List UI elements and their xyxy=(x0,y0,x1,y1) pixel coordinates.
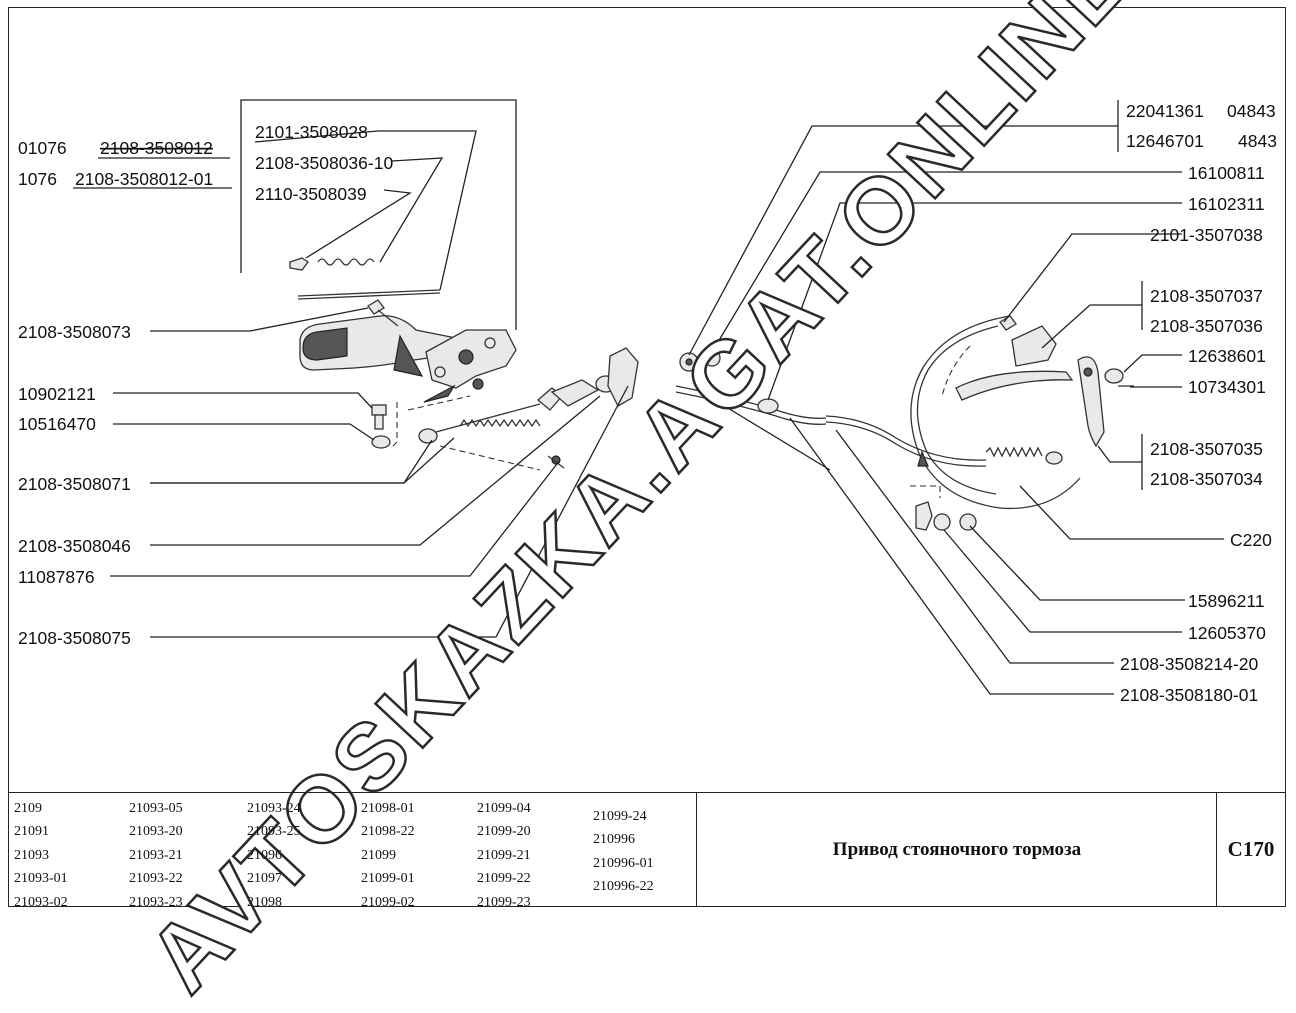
diagram-code: C170 xyxy=(1227,837,1275,861)
model-item: 21098 xyxy=(247,894,282,910)
label-01076: 01076 xyxy=(18,138,67,158)
label-2108-3508073: 2108-3508073 xyxy=(18,322,131,342)
label-1076: 1076 xyxy=(18,169,57,189)
label-10516470: 10516470 xyxy=(18,414,96,434)
diagram-sheet: 01076 2108-3508012 1076 2108-3508012-01 … xyxy=(8,0,1286,1012)
title-block-divider xyxy=(696,793,697,906)
model-item: 21093-25 xyxy=(247,824,301,840)
model-item: 210996-22 xyxy=(593,879,654,895)
model-item: 2109 xyxy=(14,801,42,816)
model-column-6: 21099-24 210996 210996-01 210996-22 xyxy=(593,805,654,899)
brake-assembly-drawing xyxy=(675,315,1134,531)
label-c220: C220 xyxy=(1230,530,1272,550)
label-16100811: 16100811 xyxy=(1188,163,1265,183)
model-item: 21093-23 xyxy=(129,894,183,910)
label-2108-3508012-01: 2108-3508012-01 xyxy=(75,169,213,189)
model-item: 21093-22 xyxy=(129,871,183,887)
model-item: 210996 xyxy=(593,832,635,848)
label-12605370: 12605370 xyxy=(1188,623,1266,643)
label-12646701: 12646701 xyxy=(1126,131,1204,151)
title-block: 2109 21091 21093 21093-01 21093-02 21093… xyxy=(8,792,1286,910)
model-item: 21093-21 xyxy=(129,847,183,863)
right-part-labels: 22041361 04843 12646701 4843 16100811 16… xyxy=(1120,101,1277,705)
label-11087876: 11087876 xyxy=(18,567,95,587)
model-item: 21097 xyxy=(247,871,282,887)
model-column-1: 2109 21091 21093 21093-01 21093-02 xyxy=(14,797,68,914)
title-block-divider xyxy=(1216,793,1217,906)
label-10734301: 10734301 xyxy=(1188,377,1266,397)
model-item: 21093-05 xyxy=(129,801,183,816)
model-item: 21093 xyxy=(14,847,49,863)
label-2108-3507034: 2108-3507034 xyxy=(1150,469,1263,489)
label-22041361: 22041361 xyxy=(1126,101,1204,121)
model-item: 21099-22 xyxy=(477,871,531,887)
model-item: 21093-24 xyxy=(247,801,301,816)
label-2108-3508214-20: 2108-3508214-20 xyxy=(1120,654,1258,674)
lever-assembly-drawing xyxy=(240,99,639,471)
model-column-4: 21098-01 21098-22 21099 21099-01 21099-0… xyxy=(361,797,415,914)
drawing-frame xyxy=(8,7,1286,907)
page-title: Привод стояночного тормоза xyxy=(832,838,1082,860)
model-column-2: 21093-05 21093-20 21093-21 21093-22 2109… xyxy=(129,797,183,914)
label-2108-3508012: 2108-3508012 xyxy=(100,138,213,158)
label-2108-3507037: 2108-3507037 xyxy=(1150,286,1263,306)
label-15896211: 15896211 xyxy=(1188,591,1265,611)
model-item: 21099-02 xyxy=(361,894,415,910)
model-item: 21098-22 xyxy=(361,824,415,840)
model-item: 21099-23 xyxy=(477,894,531,910)
model-item: 21096 xyxy=(247,847,282,863)
left-part-labels: 01076 2108-3508012 1076 2108-3508012-01 … xyxy=(18,122,393,648)
model-item: 21099-21 xyxy=(477,847,531,863)
model-item: 210996-01 xyxy=(593,855,654,871)
label-16102311: 16102311 xyxy=(1188,194,1265,214)
label-4843: 4843 xyxy=(1238,131,1277,151)
model-item: 21099 xyxy=(361,847,396,863)
label-10902121: 10902121 xyxy=(18,384,96,404)
model-item: 21099-20 xyxy=(477,824,531,840)
model-list: 2109 21091 21093 21093-01 21093-02 21093… xyxy=(8,793,698,910)
model-item: 21093-20 xyxy=(129,824,183,840)
label-04843: 04843 xyxy=(1227,101,1276,121)
label-2108-3507035: 2108-3507035 xyxy=(1150,439,1263,459)
label-2108-3508075: 2108-3508075 xyxy=(18,628,131,648)
parts-diagram: 01076 2108-3508012 1076 2108-3508012-01 … xyxy=(18,99,1277,705)
label-2101-3507038: 2101-3507038 xyxy=(1150,225,1263,245)
model-item: 21099-04 xyxy=(477,801,531,816)
model-item: 21099-24 xyxy=(593,809,647,824)
leader-lines xyxy=(73,100,1224,695)
model-item: 21098-01 xyxy=(361,801,415,816)
model-item: 21099-01 xyxy=(361,871,415,887)
label-2108-3508046: 2108-3508046 xyxy=(18,536,131,556)
label-2108-3508071: 2108-3508071 xyxy=(18,474,131,494)
label-12638601: 12638601 xyxy=(1188,346,1266,366)
label-2110-3508039: 2110-3508039 xyxy=(255,184,367,204)
model-item: 21093-02 xyxy=(14,894,68,910)
label-2108-3508180-01: 2108-3508180-01 xyxy=(1120,685,1258,705)
label-2101-3508028: 2101-3508028 xyxy=(255,122,368,142)
model-item: 21093-01 xyxy=(14,871,68,887)
label-2108-3507036: 2108-3507036 xyxy=(1150,316,1263,336)
model-column-3: 21093-24 21093-25 21096 21097 21098 xyxy=(247,797,301,914)
model-item: 21091 xyxy=(14,824,49,840)
label-2108-3508036-10: 2108-3508036-10 xyxy=(255,153,393,173)
model-column-5: 21099-04 21099-20 21099-21 21099-22 2109… xyxy=(477,797,531,914)
